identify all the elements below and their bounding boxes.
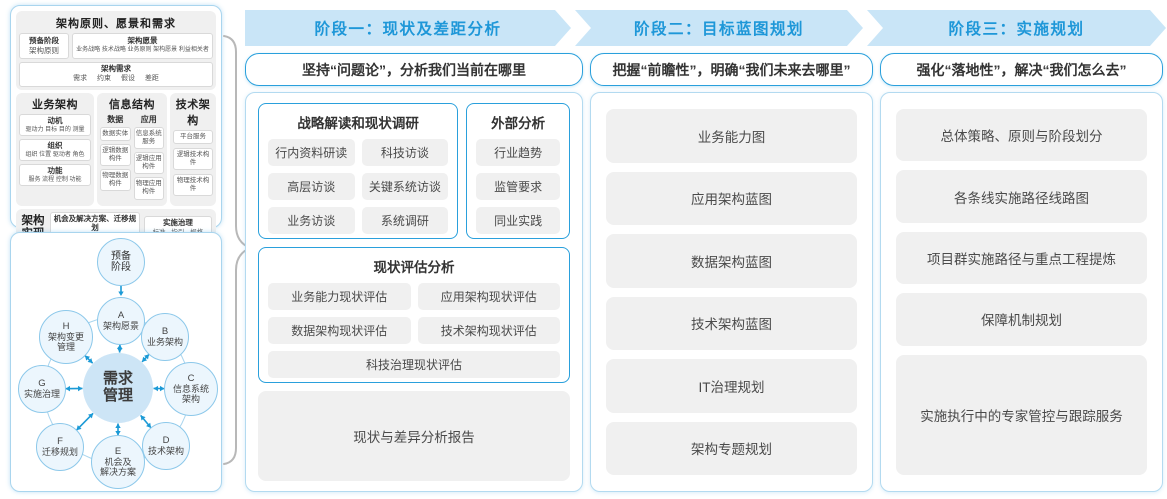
phase3-item: 保障机制规划: [896, 293, 1147, 346]
information-structure-column: 信息结构 数据 数据实体 逻辑数据构件 物理数据构件 应用 信息系统服务 逻辑应…: [97, 92, 167, 206]
architecture-vision-box: 架构愿景 业务战略 技术战略 业务原则 架构愿景 利益相关者: [72, 33, 213, 60]
application-subcolumn: 应用 信息系统服务 逻辑应用构件 物理应用构件: [133, 114, 164, 203]
adm-node-requirements-management: 需求管理: [83, 353, 153, 423]
app-item: 逻辑应用构件: [133, 152, 164, 175]
phase2-header: 阶段二：目标蓝图规划: [575, 10, 863, 46]
data-item: 数据实体: [100, 126, 131, 141]
app-item: 物理应用构件: [133, 177, 164, 200]
phase1-output-box: 现状与差异分析报告: [258, 391, 570, 481]
principles-vision-requirements-section: 架构原则、愿景和需求 预备阶段 架构原则 架构愿景 业务战略 技术战略 业务原则…: [16, 11, 216, 90]
tech-item: 逻辑技术构件: [173, 147, 213, 171]
phase3-item: 项目群实施路径与重点工程提炼: [896, 231, 1147, 285]
research-group: 战略解读和现状调研 行内资料研读 科技访谈 高层访谈 关键系统访谈 业务访谈 系…: [258, 103, 459, 239]
phase2-item: 架构专题规划: [606, 421, 857, 475]
phase2-content-panel: 业务能力图 应用架构蓝图 数据架构蓝图 技术架构蓝图 IT治理规划 架构专题规划: [590, 92, 873, 492]
phase3-content-panel: 总体策略、原则与阶段划分 各条线实施路径线路图 项目群实施路径与重点工程提炼 保…: [880, 92, 1163, 492]
research-item: 高层访谈: [268, 173, 355, 200]
assessment-item: 科技治理现状评估: [268, 351, 560, 378]
preliminary-phase-box: 预备阶段 架构原则: [19, 33, 69, 60]
assessment-item: 业务能力现状评估: [268, 283, 411, 310]
organization-box: 组织 组织 位置 驱动者 角色: [19, 138, 91, 162]
framework-panel: 架构原则、愿景和需求 预备阶段 架构原则 架构愿景 业务战略 技术战略 业务原则…: [10, 5, 222, 248]
phase1-motto: 坚持“问题论”，分析我们当前在哪里: [245, 53, 583, 86]
phase2-item: 数据架构蓝图: [606, 234, 857, 288]
research-item: 关键系统访谈: [361, 173, 449, 200]
motivation-box: 动机 驱动力 目标 目的 测量: [19, 113, 91, 136]
assessment-group: 现状评估分析 业务能力现状评估 应用架构现状评估 数据架构现状评估 技术架构现状…: [258, 247, 570, 383]
phase3-item: 总体策略、原则与阶段划分: [896, 109, 1147, 162]
adm-node-preliminary: 预备阶段: [97, 238, 145, 286]
research-item: 科技访谈: [361, 139, 449, 166]
assessment-item: 应用架构现状评估: [417, 283, 560, 310]
phase3-header: 阶段三：实施规划: [867, 10, 1166, 46]
research-item: 业务访谈: [268, 207, 355, 234]
architecture-domains-section: 业务架构 动机 驱动力 目标 目的 测量 组织 组织 位置 驱动者 角色 功能 …: [16, 92, 216, 206]
phase3-item: 各条线实施路径线路图: [896, 170, 1147, 223]
external-item: 监管要求: [476, 173, 560, 200]
app-item: 信息系统服务: [133, 126, 164, 150]
business-architecture-column: 业务架构 动机 驱动力 目标 目的 测量 组织 组织 位置 驱动者 角色 功能 …: [16, 92, 94, 206]
assessment-item: 数据架构现状评估: [268, 317, 411, 344]
phase2-motto: 把握“前瞻性”，明确“我们未来去哪里”: [590, 53, 873, 86]
data-subcolumn: 数据 数据实体 逻辑数据构件 物理数据构件: [100, 114, 131, 203]
external-analysis-group: 外部分析 行业趋势 监管要求 同业实践: [466, 103, 570, 239]
phase2-item: 应用架构蓝图: [606, 171, 857, 225]
phase3-motto: 强化“落地性”，解决“我们怎么去”: [880, 53, 1163, 86]
tech-item: 物理技术构件: [173, 174, 213, 197]
phase1-header: 阶段一：现状及差距分析: [245, 10, 571, 46]
function-box: 功能 服务 流程 控制 功能: [19, 164, 91, 187]
tech-item: 平台服务: [173, 129, 213, 144]
phase1-content-panel: 战略解读和现状调研 行内资料研读 科技访谈 高层访谈 关键系统访谈 业务访谈 系…: [245, 92, 583, 492]
architecture-requirements-box: 架构需求 需求 约束 假设 差距: [19, 62, 213, 87]
external-item: 同业实践: [476, 207, 560, 234]
phase2-item: IT治理规划: [606, 359, 857, 413]
phase2-item: 技术架构蓝图: [606, 296, 857, 350]
technology-architecture-column: 技术架构 平台服务 逻辑技术构件 物理技术构件: [170, 92, 216, 206]
research-item: 系统调研: [361, 207, 449, 234]
phase2-item: 业务能力图: [606, 109, 857, 163]
external-item: 行业趋势: [476, 139, 560, 166]
research-item: 行内资料研读: [268, 139, 355, 166]
section-title: 架构原则、愿景和需求: [56, 18, 176, 30]
phase3-item: 实施执行中的专家管控与跟踪服务: [896, 354, 1147, 475]
data-item: 逻辑数据构件: [100, 143, 131, 167]
data-item: 物理数据构件: [100, 169, 131, 192]
assessment-item: 技术架构现状评估: [417, 317, 560, 344]
